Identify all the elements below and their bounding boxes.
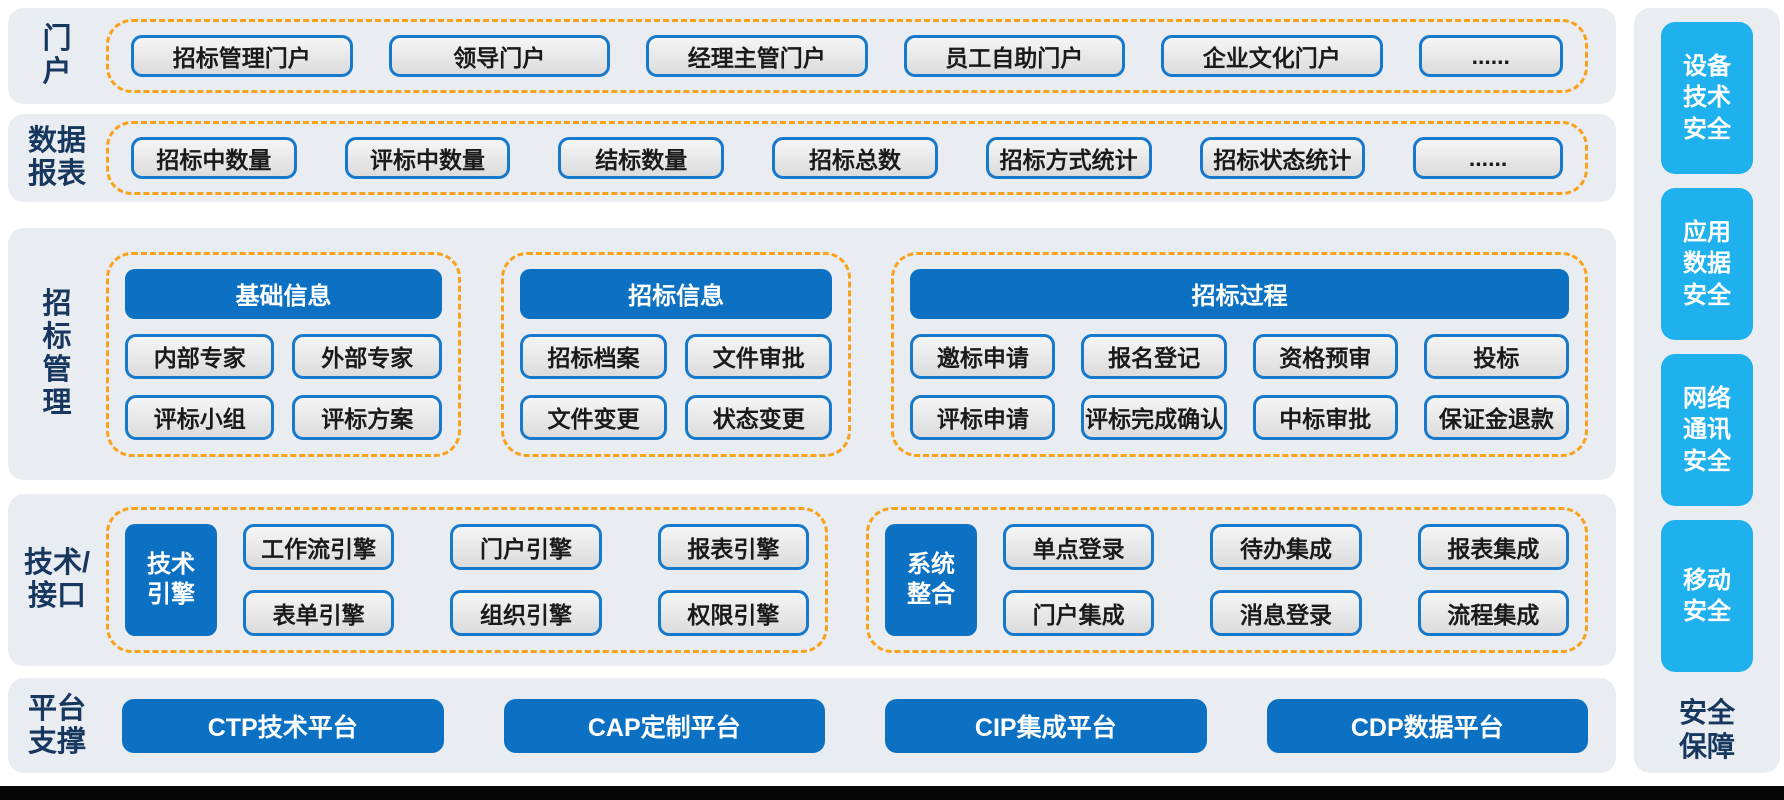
portal-row-label: 门 户 (42, 23, 72, 88)
report-item-more: ...... (1413, 137, 1563, 179)
basic-info-group: 基础信息 内部专家 外部专家 评标小组 评标方案 (106, 251, 461, 457)
module-item: 邀标申请 (910, 333, 1056, 379)
report-item: 评标中数量 (344, 137, 511, 179)
portal-item: 企业文化门户 (1161, 35, 1383, 77)
group-header: 招标过程 (910, 268, 1570, 319)
bottom-bar (0, 786, 1784, 800)
module-item: 文件变更 (519, 394, 668, 440)
module-item: 评标申请 (910, 394, 1056, 440)
module-item: 外部专家 (292, 333, 442, 379)
engine-side-label: 技术 引擎 (125, 524, 217, 636)
security-badge: 网络 通讯 安全 (1661, 354, 1753, 506)
platform-item: CIP集成平台 (885, 698, 1207, 753)
engine-item: 报表引擎 (657, 524, 809, 570)
platform-item: CAP定制平台 (503, 698, 825, 753)
report-item: 结标数量 (558, 137, 725, 179)
security-footer-label: 安全 保障 (1678, 697, 1735, 762)
module-item: 状态变更 (685, 394, 833, 440)
bid-process-group: 招标过程 邀标申请 报名登记 资格预审 投标 评标申请 评标完成确认 中标审批 … (891, 251, 1589, 457)
bid-info-group: 招标信息 招标档案 文件审批 文件变更 状态变更 (500, 251, 852, 457)
portal-item: 招标管理门户 (131, 35, 353, 77)
platform-item: CTP技术平台 (122, 698, 444, 753)
module-item: 内部专家 (125, 333, 275, 379)
engine-item: 工作流引擎 (243, 524, 395, 570)
module-item: 评标完成确认 (1081, 394, 1227, 440)
integration-item: 消息登录 (1210, 590, 1362, 636)
portal-item: 员工自助门户 (903, 35, 1125, 77)
group-header: 基础信息 (125, 268, 442, 319)
reports-group: 招标中数量 评标中数量 结标数量 招标总数 招标方式统计 招标状态统计 ....… (106, 121, 1588, 195)
security-panel: 设备 技术 安全 应用 数据 安全 网络 通讯 安全 移动 安全 安全 保障 (1634, 8, 1780, 773)
portal-item: 经理主管门户 (646, 35, 868, 77)
engine-item: 组织引擎 (450, 590, 602, 636)
module-item: 投标 (1423, 333, 1570, 379)
integration-item: 门户集成 (1003, 590, 1155, 636)
security-badge: 移动 安全 (1661, 520, 1753, 672)
engine-item: 权限引擎 (657, 590, 809, 636)
module-item: 保证金退款 (1423, 394, 1570, 440)
module-item: 报名登记 (1081, 333, 1227, 379)
integration-item: 待办集成 (1210, 524, 1362, 570)
module-item: 资格预审 (1252, 333, 1398, 379)
module-item: 文件审批 (685, 333, 833, 379)
report-item: 招标状态统计 (1199, 137, 1366, 179)
integration-item: 报表集成 (1417, 524, 1569, 570)
platform-row: 平台 支撑 CTP技术平台 CAP定制平台 CIP集成平台 CDP数据平台 (8, 678, 1616, 773)
engine-item: 门户引擎 (450, 524, 602, 570)
platform-row-label: 平台 支撑 (27, 692, 86, 758)
module-item: 评标小组 (125, 394, 275, 440)
portal-item: 领导门户 (388, 35, 610, 77)
integration-item: 流程集成 (1417, 590, 1569, 636)
group-header: 招标信息 (519, 268, 833, 319)
tech-row-label: 技术/ 接口 (23, 547, 91, 612)
portal-group: 招标管理门户 领导门户 经理主管门户 员工自助门户 企业文化门户 ...... (106, 19, 1588, 93)
module-item: 评标方案 (292, 394, 442, 440)
report-item: 招标总数 (772, 137, 938, 179)
portal-row: 门 户 招标管理门户 领导门户 经理主管门户 员工自助门户 企业文化门户 ...… (8, 8, 1616, 104)
bidding-row-label: 招 标 管 理 (42, 288, 72, 419)
report-item: 招标方式统计 (985, 137, 1152, 179)
security-badge: 应用 数据 安全 (1661, 188, 1753, 340)
system-integration-group: 系统 整合 单点登录 待办集成 报表集成 门户集成 消息登录 流程集成 (866, 507, 1588, 653)
security-badge: 设备 技术 安全 (1661, 22, 1753, 174)
module-item: 中标审批 (1252, 394, 1398, 440)
reports-row: 数据 报表 招标中数量 评标中数量 结标数量 招标总数 招标方式统计 招标状态统… (8, 114, 1616, 202)
report-item: 招标中数量 (131, 137, 297, 179)
engine-item: 表单引擎 (243, 590, 395, 636)
platform-item: CDP数据平台 (1266, 698, 1588, 753)
portal-item-more: ...... (1418, 35, 1564, 77)
integration-item: 单点登录 (1003, 524, 1155, 570)
integration-side-label: 系统 整合 (885, 524, 977, 636)
tech-row: 技术/ 接口 技术 引擎 工作流引擎 门户引擎 报表引擎 表单引擎 组织引擎 权… (8, 494, 1616, 666)
bidding-row: 招 标 管 理 基础信息 内部专家 外部专家 评标小组 评标方案 招标信息 招标… (8, 228, 1616, 480)
reports-row-label: 数据 报表 (27, 125, 86, 190)
module-item: 招标档案 (519, 333, 668, 379)
tech-engine-group: 技术 引擎 工作流引擎 门户引擎 报表引擎 表单引擎 组织引擎 权限引擎 (106, 507, 828, 653)
